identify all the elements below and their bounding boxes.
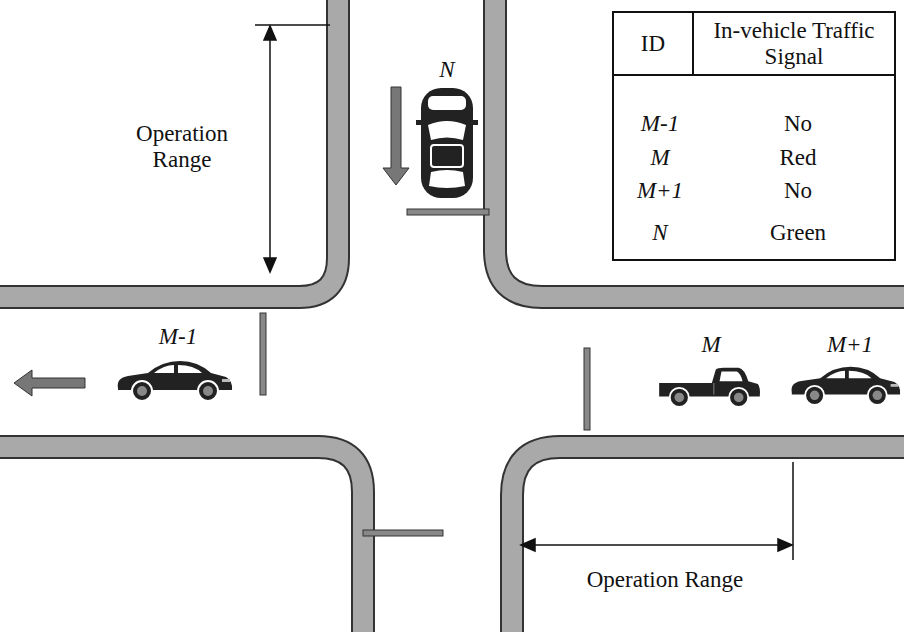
vehicle-id: M-1 xyxy=(143,324,213,350)
table-cell: Green xyxy=(753,220,843,246)
vehicle-m-plus-1 xyxy=(792,367,901,405)
table-cell: N xyxy=(625,220,695,246)
dimension-label: Operation Range xyxy=(555,567,775,593)
signal-table xyxy=(613,12,895,260)
table-header: In-vehicle Traffic Signal xyxy=(696,18,892,71)
table-cell: M-1 xyxy=(625,111,695,137)
dimension-label: Operation Range xyxy=(112,121,252,174)
table-cell: No xyxy=(753,178,843,204)
vehicle-id: N xyxy=(427,57,467,83)
stop-lines xyxy=(260,209,590,536)
vehicle-m xyxy=(659,368,760,407)
table-cell: M xyxy=(625,145,695,171)
direction-arrows xyxy=(14,87,409,396)
table-cell: M+1 xyxy=(625,178,695,204)
vehicle-m-minus-1 xyxy=(118,361,232,401)
vehicle-id: M+1 xyxy=(815,332,885,358)
operation-range-dimensions xyxy=(255,25,793,560)
vehicle-n xyxy=(416,88,478,198)
table-cell: Red xyxy=(753,145,843,171)
table-cell: No xyxy=(753,111,843,137)
table-header: ID xyxy=(618,31,688,57)
vehicle-id: M xyxy=(686,332,736,358)
